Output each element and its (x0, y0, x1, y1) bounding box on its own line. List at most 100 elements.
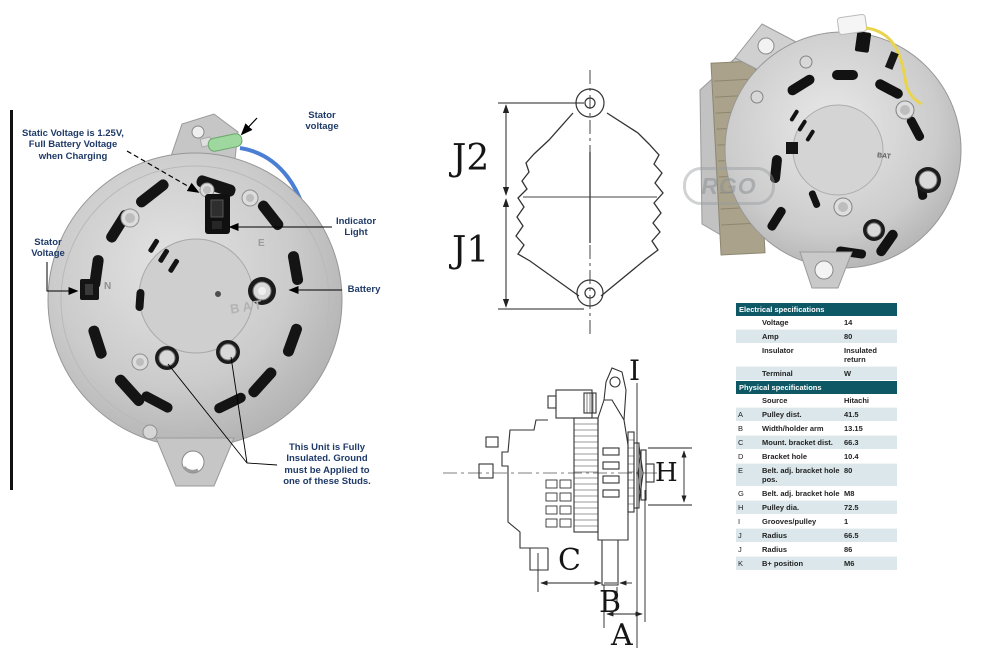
spec-row: C Mount. bracket dist. 66.3 (736, 436, 897, 450)
spec-cell-tn: Width/holder arm (762, 424, 824, 433)
electrical-specs-header: Electrical specifications (736, 303, 897, 316)
n-terminal-slot (85, 284, 93, 295)
dim-label-j1: J1 (452, 230, 490, 271)
spec-cell-tl: J (738, 545, 742, 554)
spec-cell-tv: 41.5 (844, 410, 859, 419)
spec-cell-tl: I (738, 517, 741, 526)
dim-label-a: A (611, 618, 633, 653)
spec-cell-tn: Insulator (762, 346, 794, 355)
indicator-connector-tab (212, 221, 222, 229)
spec-cell-tl: H (738, 503, 744, 512)
spec-cell-tv: 72.5 (844, 503, 859, 512)
spec-cell-tn: Voltage (762, 318, 789, 327)
spec-cell-tl: K (738, 559, 744, 568)
battery-stud (248, 277, 276, 305)
stator-voltage-top-label: Stator voltage (305, 110, 339, 133)
dim-label-i: I (629, 354, 641, 387)
green-connector (207, 133, 243, 152)
spec-cell-tl (736, 344, 762, 366)
left-border-line (10, 110, 13, 490)
vent-slots (88, 175, 304, 414)
leader-static-note (126, 150, 200, 193)
dim-label-c: C (558, 543, 581, 578)
spec-cell-tn: Grooves/pulley (762, 517, 817, 526)
spec-cell-tv: 80 (844, 466, 853, 475)
static-voltage-note: Static Voltage is 1.25V, Full Battery Vo… (22, 128, 124, 162)
white-connector (836, 14, 868, 35)
spec-cell-tl (736, 394, 762, 407)
cargo-watermark: RGO (683, 167, 775, 205)
spec-row: Insulator Insulated return (736, 344, 897, 367)
center-dot (215, 291, 221, 297)
spec-cell-tl (736, 316, 762, 329)
spec-cell-tl: C (738, 438, 744, 447)
spec-cell-tv: 66.5 (844, 531, 859, 540)
spec-cell-tv: M8 (844, 489, 855, 498)
e-embossed-label: E (258, 238, 265, 249)
spec-cell-tv: W (844, 369, 852, 378)
yellow-wire (865, 26, 923, 106)
leader-insulated (167, 356, 278, 466)
dimension-lines (537, 383, 692, 648)
spec-cell-tv: 14 (844, 318, 853, 327)
side-view-drawing (443, 367, 692, 648)
dim-label-j2: J2 (452, 138, 490, 179)
spec-cell-tv: 1 (844, 517, 849, 526)
top-bracket-hole (191, 125, 205, 139)
wire-black-tip (884, 51, 899, 70)
spec-cell-tl: G (738, 489, 744, 498)
spec-cell-tl: B (738, 424, 744, 433)
stator-voltage-left-label: Stator Voltage (31, 237, 65, 260)
n-embossed-label: N (104, 281, 112, 292)
spec-cell-tn: Radius (762, 545, 788, 554)
product-studs (750, 55, 941, 241)
spec-cell-tv: M6 (844, 559, 855, 568)
physical-specs-header: Physical specifications (736, 381, 897, 394)
spec-cell-tl: D (738, 452, 744, 461)
spec-row: Voltage 14 (736, 316, 897, 330)
dim-label-b: B (599, 585, 622, 620)
front-view-drawing (498, 70, 664, 338)
product-bottom-lug-hole (814, 260, 834, 280)
spec-row: Amp 80 (736, 330, 897, 344)
spec-cell-tn: Terminal (762, 369, 793, 378)
ground-studs (155, 340, 240, 370)
spec-cell-tl (736, 330, 762, 343)
spec-row: Terminal W (736, 367, 897, 381)
spec-cell-tv: Insulated return (844, 346, 877, 364)
spec-cell-tn: Pulley dist. (762, 410, 802, 419)
spec-row: I Grooves/pulley 1 (736, 515, 897, 529)
product-ear-hole (757, 37, 775, 55)
insulated-note: This Unit is Fully Insulated. Ground mus… (283, 442, 371, 488)
spec-cell-tn: Bracket hole (762, 452, 808, 461)
spec-cell-tv: 80 (844, 332, 853, 341)
spec-cell-tv: Hitachi (844, 396, 870, 405)
body-rim (60, 165, 330, 435)
leader-stator-left (46, 262, 79, 295)
spec-row: Source Hitachi (736, 394, 897, 408)
spec-cell-tl (736, 367, 762, 380)
spec-cell-tn: Source (762, 396, 788, 405)
spec-cell-tn: Pulley dia. (762, 503, 800, 512)
spec-cell-tn: Amp (762, 332, 779, 341)
j-dimension (498, 102, 584, 310)
spec-cell-tv: 86 (844, 545, 853, 554)
side-body (478, 367, 655, 586)
bottom-lug-hole-shadow (182, 465, 199, 473)
screws (120, 182, 259, 440)
spec-cell-tn: Mount. bracket dist. (762, 438, 833, 447)
housing-outline (515, 112, 664, 297)
spec-cell-tv: 13.15 (844, 424, 863, 433)
center-lines (523, 70, 657, 338)
spec-cell-tv: 66.3 (844, 438, 859, 447)
